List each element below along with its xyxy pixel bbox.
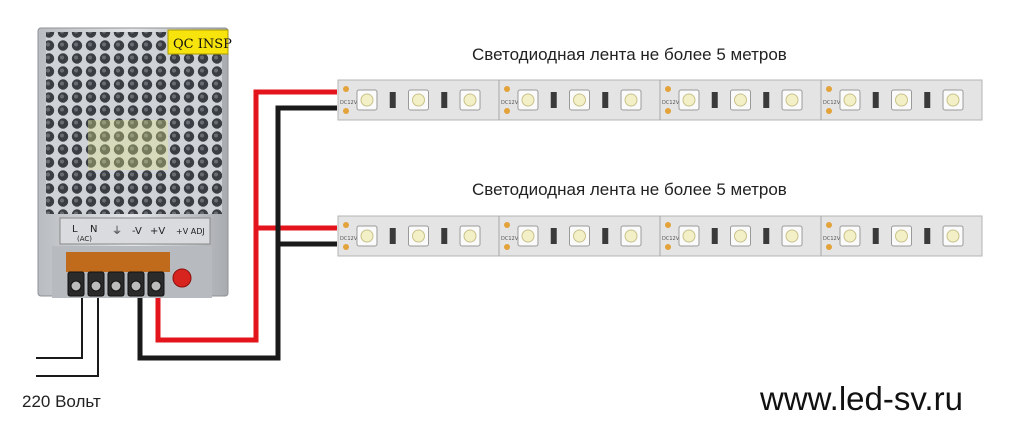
strip-segment: DC12V <box>498 216 642 256</box>
adj-potentiometer <box>172 268 192 288</box>
resistor <box>872 228 879 244</box>
resistor <box>550 92 557 108</box>
strip-title-bottom: Светодиодная лента не более 5 метров <box>472 180 787 199</box>
negative-wire <box>137 105 337 361</box>
terminal-screws <box>67 271 165 297</box>
terminal-label-adj: +V ADJ <box>176 227 205 236</box>
strip-voltage-marking: DC12V <box>340 236 358 242</box>
resistor <box>763 92 770 108</box>
strip-segment: DC12V <box>820 216 964 256</box>
strip-voltage-marking: DC12V <box>662 236 680 242</box>
strip-segment: DC12V <box>659 80 803 120</box>
resistor <box>441 92 448 108</box>
terminal-label-minus: -V <box>132 226 142 237</box>
terminal-label-l: L <box>72 224 78 235</box>
terminal-labels: L N (AC) ⏚ -V +V +V ADJ <box>72 224 205 243</box>
terminal-block <box>66 252 170 272</box>
terminal-label-plus: +V <box>150 226 165 237</box>
positive-wire <box>155 89 337 343</box>
strip-segment: DC12V <box>820 80 964 120</box>
strip-voltage-marking: DC12V <box>340 100 358 106</box>
strip-segment: DC12V <box>659 216 803 256</box>
strip-segment: DC12V <box>498 80 642 120</box>
strip-voltage-marking: DC12V <box>501 100 519 106</box>
resistor <box>389 228 396 244</box>
strip-voltage-marking: DC12V <box>501 236 519 242</box>
resistor <box>441 228 448 244</box>
strip-title-top: Светодиодная лента не более 5 метров <box>472 45 787 64</box>
resistor <box>711 92 718 108</box>
resistor <box>924 92 931 108</box>
strip-voltage-marking: DC12V <box>823 100 841 106</box>
terminal-label-ground: ⏚ <box>112 225 122 237</box>
mains-wires <box>36 290 99 377</box>
led-strip-bottom: DC12V DC12V DC12V DC12V <box>337 215 983 257</box>
resistor <box>602 92 609 108</box>
strip-segment: DC12V <box>340 222 481 250</box>
strip-segment: DC12V <box>340 86 481 114</box>
terminal-label-ac: (AC) <box>77 235 92 243</box>
qc-sticker-text: QC INSP <box>173 37 232 52</box>
strip-voltage-marking: DC12V <box>823 236 841 242</box>
resistor <box>602 228 609 244</box>
resistor <box>872 92 879 108</box>
terminal-label-n: N <box>90 224 97 235</box>
resistor <box>550 228 557 244</box>
website-url: www.led-sv.ru <box>760 380 963 417</box>
resistor <box>389 92 396 108</box>
qc-sticker <box>167 29 229 55</box>
power-supply: QC INSP L N (AC) ⏚ -V +V +V ADJ <box>37 27 232 298</box>
strip-voltage-marking: DC12V <box>662 100 680 106</box>
mains-voltage-label: 220 Вольт <box>22 392 101 411</box>
psu-vent-mesh <box>46 32 222 214</box>
resistor <box>711 228 718 244</box>
resistor <box>763 228 770 244</box>
led-strip-top: DC12V DC12V DC12V DC12V <box>337 79 983 121</box>
resistor <box>924 228 931 244</box>
